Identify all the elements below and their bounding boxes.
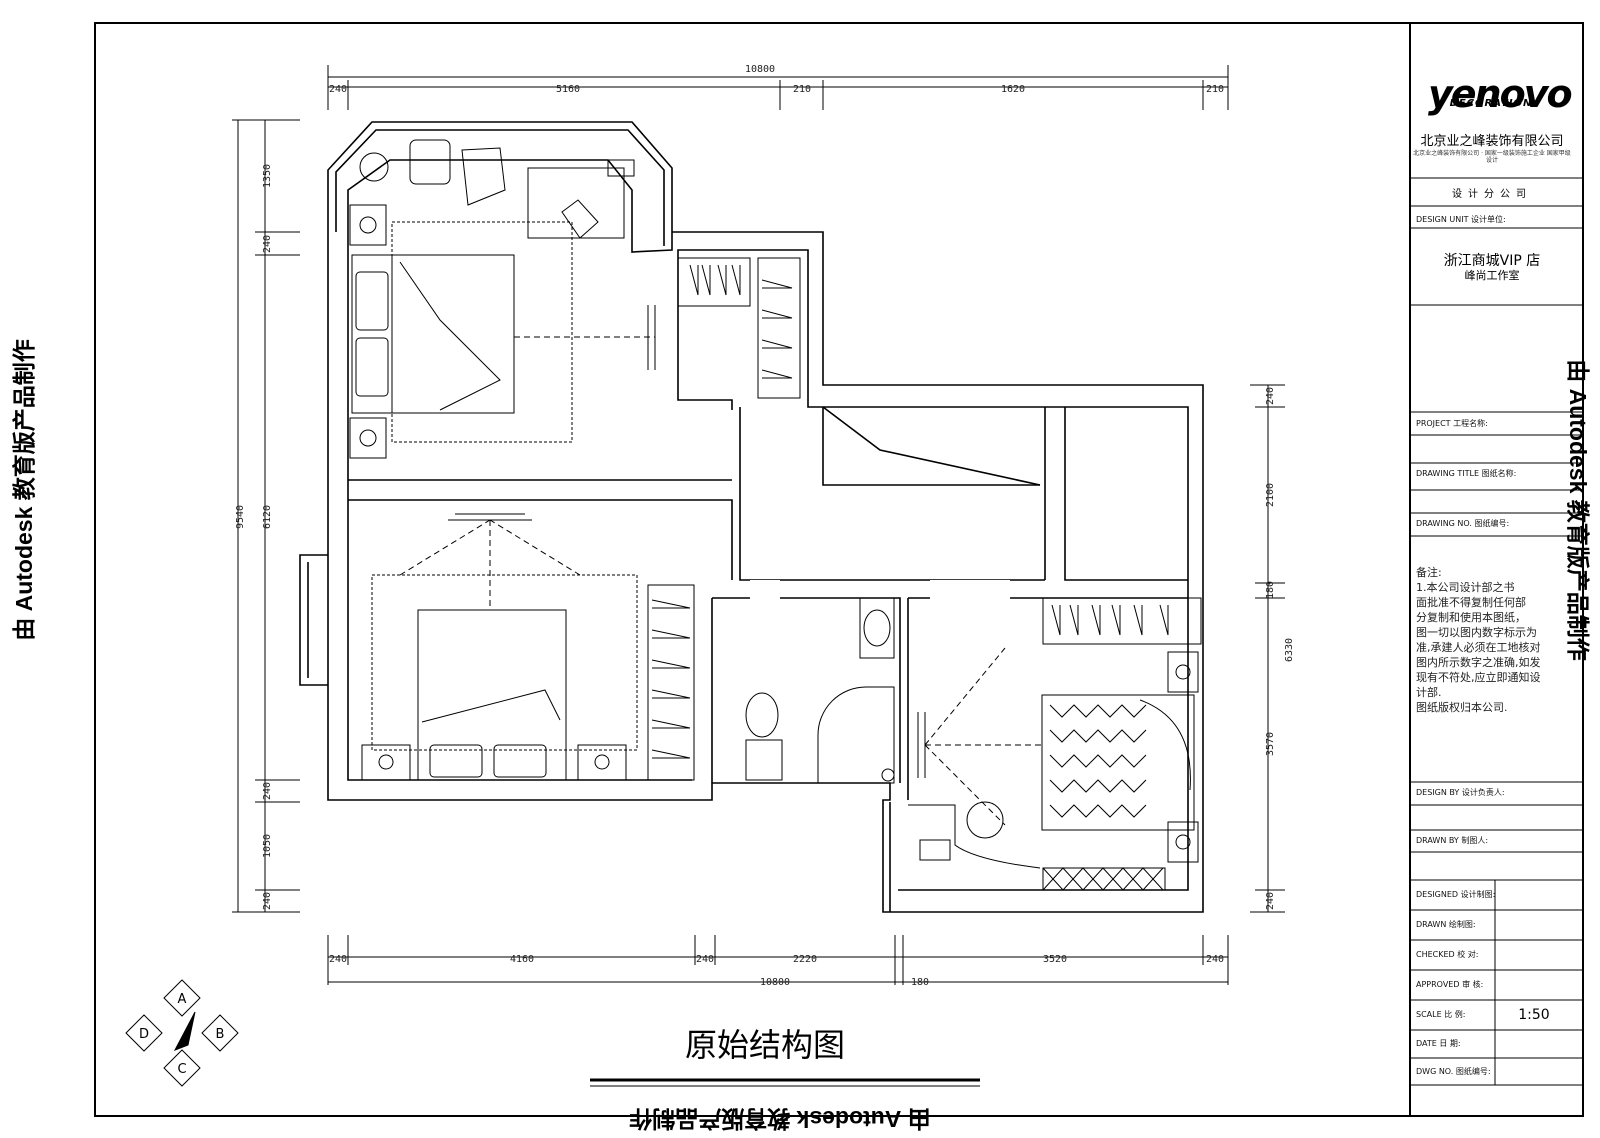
designer-label: DESIGN BY 设计负责人: bbox=[1416, 788, 1505, 797]
notes-title: 备注: bbox=[1416, 566, 1442, 579]
bedroom-3-furniture bbox=[908, 647, 1199, 891]
dim-left-2: 6120 bbox=[262, 505, 273, 529]
openings bbox=[750, 580, 1010, 600]
dimension-lines bbox=[232, 65, 1285, 985]
scale-value: 1:50 bbox=[1518, 1007, 1550, 1023]
dim-bottom-5: 240 bbox=[1206, 954, 1224, 965]
dim-top-total: 10800 bbox=[745, 64, 775, 75]
walls bbox=[299, 121, 1204, 913]
notes-line: 分复制和使用本图纸， bbox=[1416, 611, 1526, 624]
bedroom-2-furniture bbox=[361, 513, 638, 781]
dim-left-3: 240 bbox=[262, 782, 273, 800]
watermark-right-text: 由 Autodesk 教育版产品制作 bbox=[1565, 359, 1591, 661]
dim-left-4: 1050 bbox=[262, 834, 273, 858]
company-logo: yenovo bbox=[1428, 72, 1573, 116]
notes-line: 准,承建人必须在工地核对 bbox=[1416, 641, 1541, 654]
watermark-left-text: 由 Autodesk 教育版产品制作 bbox=[11, 339, 37, 641]
compass-c: C bbox=[177, 1062, 186, 1077]
drawing-number-label: DRAWING NO. 图纸编号: bbox=[1416, 519, 1510, 528]
design-unit: 设计分公司 bbox=[1452, 189, 1532, 200]
notes-line: 现有不符处,应立即通知设 bbox=[1416, 671, 1541, 684]
dim-left-total: 9540 bbox=[235, 505, 246, 529]
dim-right-2: 180 bbox=[1265, 581, 1276, 599]
title-block-grid bbox=[1410, 177, 1583, 1086]
design-unit-label: DESIGN UNIT 设计单位: bbox=[1416, 215, 1506, 224]
notes-line: 1.本公司设计部之书 bbox=[1416, 581, 1515, 594]
drawing-border bbox=[94, 22, 1584, 1117]
dim-right-4: 240 bbox=[1265, 892, 1276, 910]
dim-top-2: 210 bbox=[793, 84, 811, 95]
dim-right-1: 2100 bbox=[1265, 483, 1276, 507]
plan-title: 原始结构图 bbox=[684, 1026, 845, 1064]
row-designed-label: DESIGNED 设计制图: bbox=[1416, 890, 1496, 899]
drawing-title-label: DRAWING TITLE 图纸名称: bbox=[1416, 469, 1517, 478]
company-name: 北京业之峰装饰有限公司 bbox=[1420, 134, 1564, 149]
row-scale-label: SCALE 比 例: bbox=[1416, 1010, 1466, 1019]
compass-letters: A C D B bbox=[139, 992, 224, 1077]
wardrobes bbox=[647, 257, 1202, 781]
compass-d: D bbox=[139, 1027, 149, 1042]
dim-bottom-0: 240 bbox=[329, 954, 347, 965]
project-name: 浙江商城VIP 店 bbox=[1443, 253, 1541, 269]
dim-top-1: 5160 bbox=[556, 84, 580, 95]
dim-right-0: 240 bbox=[1265, 387, 1276, 405]
compass bbox=[125, 979, 239, 1087]
notes-line: 面批准不得复制任何部 bbox=[1416, 596, 1526, 609]
dim-bottom-total: 10800 bbox=[760, 977, 790, 988]
project-subtitle: 峰尚工作室 bbox=[1464, 269, 1520, 282]
dim-bottom-2: 240 bbox=[696, 954, 714, 965]
compass-a: A bbox=[178, 992, 187, 1007]
row-approved-label: APPROVED 审 核: bbox=[1416, 980, 1484, 989]
watermark-bottom: 由 Autodesk 教育版产品制作 bbox=[560, 1106, 1000, 1134]
row-checked-label: CHECKED 校 对: bbox=[1416, 950, 1479, 959]
dim-top-0: 240 bbox=[329, 84, 347, 95]
notes-line: 图一切以图内数字标示为 bbox=[1416, 626, 1537, 639]
dimension-labels: 10800 240 5160 210 1620 210 240 4160 240… bbox=[235, 64, 1295, 988]
dim-top-3: 1620 bbox=[1001, 84, 1025, 95]
row-dwg-label: DWG NO. 图纸编号: bbox=[1416, 1067, 1491, 1076]
dim-top-4: 210 bbox=[1206, 84, 1224, 95]
dim-left-1: 240 bbox=[262, 235, 273, 253]
drawn-by-label: DRAWN BY 制图人: bbox=[1416, 836, 1489, 845]
watermark-bottom-text: 由 Autodesk 教育版产品制作 bbox=[629, 1106, 931, 1132]
notes-line: 图纸版权归本公司. bbox=[1416, 701, 1508, 714]
company-subtitle: 北京业之峰装饰有限公司 · 国家一级装饰施工企业 国家甲级设计 bbox=[1413, 150, 1571, 164]
dim-bottom-extra: 180 bbox=[911, 977, 929, 988]
dim-right-3: 3570 bbox=[1265, 732, 1276, 756]
compass-b: B bbox=[216, 1027, 225, 1042]
dim-left-0: 1350 bbox=[262, 164, 273, 188]
notes-line: 图内所示数字之准确,如发 bbox=[1416, 656, 1541, 669]
notes-line: 计部. bbox=[1416, 686, 1442, 699]
bedroom-1-furniture bbox=[349, 139, 656, 459]
row-drawn-label: DRAWN 绘制图: bbox=[1416, 920, 1476, 929]
dim-left-5: 240 bbox=[262, 892, 273, 910]
notes-block: 备注: 1.本公司设计部之书 面批准不得复制任何部 分复制和使用本图纸， 图一切… bbox=[1416, 565, 1562, 715]
dim-bottom-3: 2220 bbox=[793, 954, 817, 965]
dim-right-total: 6330 bbox=[1284, 638, 1295, 662]
bathroom-fixtures bbox=[745, 597, 895, 784]
watermark-left: 由 Autodesk 教育版产品制作 bbox=[2, 330, 42, 650]
project-label: PROJECT 工程名称: bbox=[1416, 419, 1488, 428]
row-date-label: DATE 日 期: bbox=[1416, 1039, 1461, 1048]
dim-bottom-4: 3520 bbox=[1043, 954, 1067, 965]
dim-bottom-1: 4160 bbox=[510, 954, 534, 965]
company-logo-sub: DECORATION bbox=[1449, 98, 1533, 109]
watermark-right: 由 Autodesk 教育版产品制作 bbox=[1560, 320, 1600, 700]
